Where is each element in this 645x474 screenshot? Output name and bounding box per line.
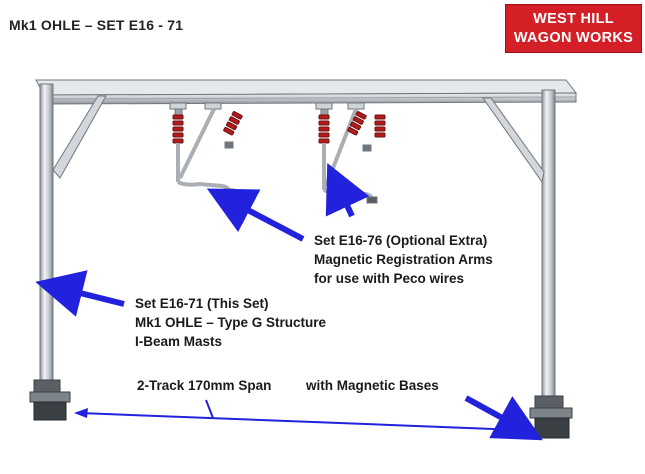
portal-boom (35, 79, 578, 105)
left-mast (39, 83, 107, 390)
insulator-2b (347, 111, 367, 136)
right-mast (482, 89, 556, 403)
logo-line-2: WAGON WORKS (513, 29, 634, 46)
structure-line-1: Set E16-71 (This Set) (135, 296, 269, 311)
registration-line-2: Magnetic Registration Arms (314, 252, 493, 267)
structure-callout: Set E16-71 (This Set) Mk1 OHLE – Type G … (135, 294, 326, 351)
structure-line-2: Mk1 OHLE – Type G Structure (135, 315, 327, 330)
arrow-registration-2 (325, 162, 370, 218)
bases-label: with Magnetic Bases (306, 378, 439, 393)
arrow-structure (35, 270, 125, 317)
registration-arms-callout: Set E16-76 (Optional Extra) Magnetic Reg… (314, 231, 493, 288)
west-hill-logo: WEST HILL WAGON WORKS (505, 4, 642, 53)
callout-arrows (35, 162, 543, 441)
arrow-bases (464, 395, 543, 441)
insulator-1b (223, 111, 243, 136)
insulator-2a (318, 114, 330, 144)
insulator-1a (172, 114, 184, 144)
registration-line-3: for use with Peco wires (314, 271, 465, 286)
span-dimension-line (74, 399, 526, 435)
structure-line-3: I-Beam Masts (135, 334, 223, 349)
right-magnetic-base (529, 395, 573, 439)
arrow-registration-1 (206, 188, 305, 242)
insulator-2c (374, 114, 386, 138)
left-magnetic-base (29, 379, 71, 421)
page-title: Mk1 OHLE – SET E16 - 71 (9, 17, 184, 33)
registration-line-1: Set E16-76 (Optional Extra) (314, 233, 488, 248)
registration-arm-2 (315, 102, 386, 204)
span-label: 2-Track 170mm Span (137, 378, 272, 393)
registration-arm-1 (169, 102, 243, 196)
logo-line-1: WEST HILL (533, 10, 614, 27)
